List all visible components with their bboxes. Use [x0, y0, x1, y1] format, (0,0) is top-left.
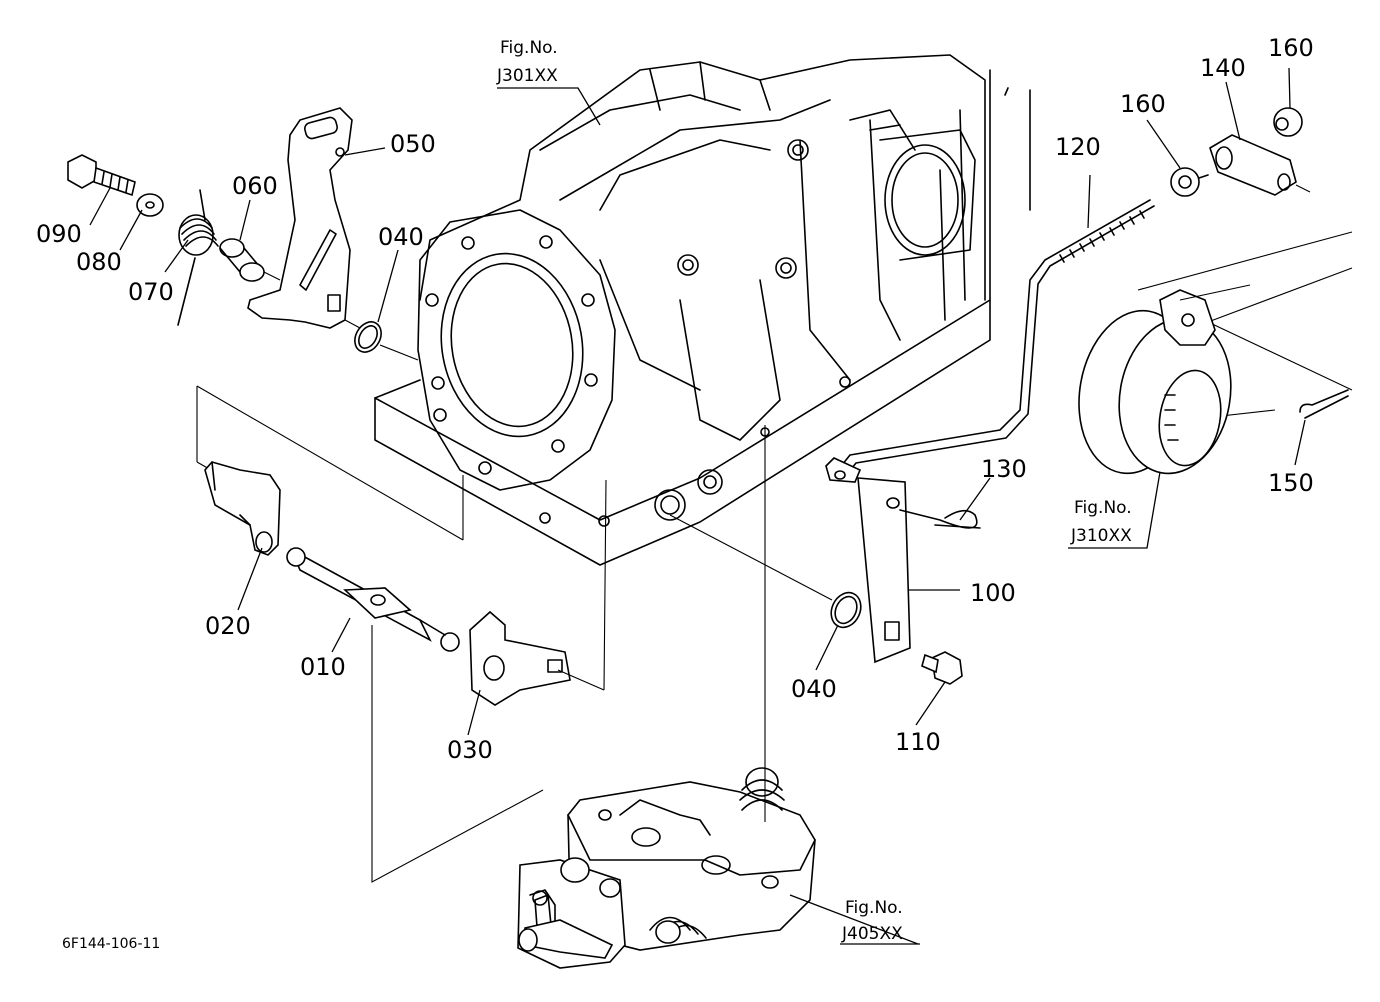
part-label-p110: 110 — [895, 728, 941, 756]
part-label-p060: 060 — [232, 172, 278, 200]
control-valve — [517, 425, 816, 969]
drawing-code: 6F144-106-11 — [62, 936, 160, 952]
part-label-p080: 080 — [76, 248, 122, 276]
part-label-p010: 010 — [300, 653, 346, 681]
figure-ref-housing: Fig.No. J301XX — [496, 38, 558, 86]
hub-assembly — [1078, 107, 1353, 475]
part-label-p030: 030 — [447, 736, 493, 764]
valve-spring-bottom — [649, 916, 707, 944]
part-label-p160b: 160 — [1268, 34, 1314, 62]
leader-lines — [89, 67, 1306, 945]
part-label-p040b: 040 — [791, 675, 837, 703]
part-label-p050: 050 — [390, 130, 436, 158]
figure-ref-line2: J405XX — [841, 924, 903, 944]
figure-ref-line2: J310XX — [1070, 526, 1132, 546]
part-label-p090: 090 — [36, 220, 82, 248]
shift-shaft-assembly — [196, 385, 607, 883]
part-label-p160a: 160 — [1120, 90, 1166, 118]
figure-ref-line1: Fig.No. — [845, 898, 903, 918]
part-label-p020: 020 — [205, 612, 251, 640]
part-label-p140: 140 — [1200, 54, 1246, 82]
part-label-p100: 100 — [970, 579, 1016, 607]
valve-spring-top — [739, 767, 785, 811]
figure-ref-line2: J301XX — [496, 66, 558, 86]
linkage-assembly — [669, 199, 1155, 685]
lever-assembly — [67, 107, 419, 361]
part-labels: 090 080 070 060 050 040 020 010 030 040 … — [36, 34, 1314, 764]
figure-ref-line1: Fig.No. — [1074, 498, 1132, 518]
part-label-p040a: 040 — [378, 223, 424, 251]
part-label-p070: 070 — [128, 278, 174, 306]
part-label-p150: 150 — [1268, 469, 1314, 497]
figure-ref-hub: Fig.No. J310XX — [1070, 498, 1132, 546]
figure-ref-valve: Fig.No. J405XX — [841, 898, 903, 944]
figure-references: Fig.No. J301XX Fig.No. J310XX Fig.No. J4… — [496, 38, 1132, 944]
figure-ref-line1: Fig.No. — [500, 38, 558, 58]
torsion-spring — [177, 189, 219, 326]
transmission-housing — [374, 54, 1031, 566]
part-label-p130: 130 — [981, 455, 1027, 483]
part-label-p120: 120 — [1055, 133, 1101, 161]
